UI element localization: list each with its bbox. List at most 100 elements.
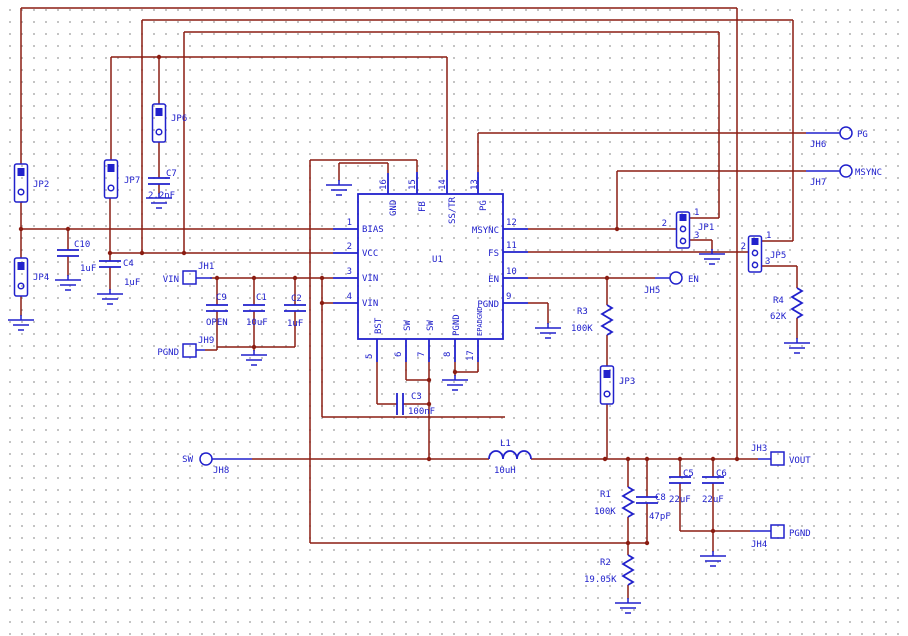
pin-name-pg: PG bbox=[479, 200, 489, 211]
pin-name-vin3: VIN bbox=[362, 274, 378, 284]
part-ref: C5 bbox=[683, 469, 694, 479]
ground-icon bbox=[614, 597, 642, 614]
pin-num-14: 14 bbox=[438, 179, 448, 190]
connector-jh8[interactable]: SW JH8 bbox=[182, 452, 252, 476]
connector-jh9[interactable]: PGND JH9 bbox=[157, 336, 214, 358]
net-bias[interactable] bbox=[20, 202, 333, 316]
net-en[interactable] bbox=[528, 277, 655, 459]
resistor-r2[interactable]: R2 19.05K bbox=[584, 554, 634, 586]
net-vcc[interactable] bbox=[109, 198, 333, 290]
net-sstr[interactable] bbox=[110, 56, 448, 194]
net-msync[interactable] bbox=[528, 170, 806, 250]
jumper-label: JP6 bbox=[171, 114, 187, 124]
connector-ref: JH7 bbox=[810, 178, 826, 188]
net-r4[interactable] bbox=[762, 265, 798, 339]
jumper-jp5[interactable]: JP5 1 2 3 bbox=[741, 231, 787, 273]
net-vcc-jp5-loop[interactable] bbox=[141, 19, 794, 253]
connector-ref: JH6 bbox=[810, 140, 826, 150]
pin-name-epad: EPADGND bbox=[476, 306, 484, 336]
jumper-pin2-label: 2 bbox=[662, 219, 667, 229]
net-pg[interactable] bbox=[477, 132, 806, 172]
capacitor-c1[interactable]: C1 10uF bbox=[242, 293, 268, 328]
jumper-jp1[interactable]: JP1 1 2 3 bbox=[662, 208, 715, 249]
jumper-label: JP2 bbox=[33, 180, 49, 190]
connector-ref: JH9 bbox=[198, 336, 214, 346]
part-value: 62K bbox=[770, 312, 787, 322]
net-sw[interactable] bbox=[252, 362, 758, 460]
net-fb[interactable] bbox=[309, 159, 648, 599]
ic-u1[interactable]: U1 BIAS VCC VIN VIN 1 2 3 4 MSYNC FS EN … bbox=[333, 170, 528, 362]
part-ref: C6 bbox=[716, 469, 727, 479]
net-vin[interactable] bbox=[205, 277, 505, 418]
connector-ref: JH3 bbox=[751, 444, 767, 454]
ground-icon bbox=[783, 337, 811, 354]
part-value: 22uF bbox=[669, 495, 691, 505]
connector-jh1[interactable]: VIN JH1 bbox=[163, 262, 215, 285]
pin-name-fb: FB bbox=[418, 201, 428, 212]
connector-net: MSYNC bbox=[855, 168, 882, 178]
net-vcc-jp1-loop[interactable] bbox=[183, 31, 720, 253]
jumper-pin3-label: 3 bbox=[694, 231, 699, 241]
connector-jh6[interactable]: PG JH6 bbox=[806, 126, 868, 150]
jumper-jp7[interactable]: JP7 bbox=[103, 159, 141, 199]
pin-num-6: 6 bbox=[394, 352, 404, 357]
part-value: 1uF bbox=[287, 319, 303, 329]
connector-jh7[interactable]: MSYNC JH7 bbox=[806, 164, 882, 188]
connector-jh3[interactable]: VOUT JH3 bbox=[751, 444, 811, 466]
pin-name-pgnd9: PGND bbox=[477, 300, 499, 310]
pin-num-13: 13 bbox=[470, 179, 480, 190]
pin-num-5: 5 bbox=[365, 354, 375, 359]
part-value: 100K bbox=[571, 324, 593, 334]
net-vout-top-loop[interactable] bbox=[20, 7, 738, 459]
capacitor-c3[interactable]: C3 100nF bbox=[396, 392, 435, 417]
jumper-label: JP4 bbox=[33, 273, 49, 283]
pin-name-vin4: VIN bbox=[362, 299, 378, 309]
resistor-r3[interactable]: R3 100K bbox=[571, 304, 613, 336]
connector-net: VOUT bbox=[789, 456, 811, 466]
resistor-r1[interactable]: R1 100K bbox=[594, 486, 634, 518]
capacitor-c9[interactable]: C9 OPEN bbox=[205, 293, 229, 328]
connector-jh4[interactable]: PGND JH4 bbox=[750, 524, 811, 550]
inductor-l1[interactable]: L1 10uH bbox=[488, 439, 532, 476]
pin-name-sw7: SW bbox=[426, 320, 436, 331]
ground-icon bbox=[699, 550, 727, 567]
ground-icon bbox=[96, 288, 124, 305]
jumper-jp6[interactable]: JP6 bbox=[151, 103, 188, 143]
capacitor-c8[interactable]: C8 47pF bbox=[635, 493, 671, 522]
jumper-jp2[interactable]: JP2 bbox=[13, 163, 50, 203]
part-value: 22uF bbox=[702, 495, 724, 505]
part-ref: R1 bbox=[600, 490, 611, 500]
net-vout-caps[interactable] bbox=[679, 459, 750, 552]
ground-icon bbox=[7, 314, 35, 331]
part-ref: C1 bbox=[256, 293, 267, 303]
pin-name-gnd: GND bbox=[389, 200, 399, 216]
jumper-pin3-label: 3 bbox=[765, 257, 770, 267]
connector-net: PGND bbox=[157, 348, 179, 358]
connector-net: SW bbox=[182, 455, 193, 465]
jumper-jp3[interactable]: JP3 bbox=[599, 365, 636, 405]
capacitor-c4[interactable]: C4 1uF bbox=[98, 259, 140, 288]
connector-net: EN bbox=[688, 275, 699, 285]
net-gnd[interactable] bbox=[338, 162, 549, 376]
jumper-jp4[interactable]: JP4 bbox=[13, 257, 50, 297]
part-value: 10uF bbox=[246, 318, 268, 328]
capacitor-c10[interactable]: C10 1uF bbox=[56, 240, 96, 274]
capacitor-c6[interactable]: C6 22uF bbox=[701, 469, 727, 505]
connector-net: VIN bbox=[163, 275, 179, 285]
jumper-label: JP5 bbox=[770, 251, 786, 261]
pin-name-bst: BST bbox=[374, 317, 384, 334]
ic-refdes: U1 bbox=[432, 255, 443, 265]
connector-jh5[interactable]: EN JH5 bbox=[644, 271, 699, 296]
capacitor-c2[interactable]: C2 1uF bbox=[283, 294, 307, 329]
capacitor-c5[interactable]: C5 22uF bbox=[668, 469, 694, 505]
resistor-r4[interactable]: R4 62K bbox=[770, 287, 803, 322]
part-ref: L1 bbox=[500, 439, 511, 449]
part-value: OPEN bbox=[206, 318, 228, 328]
connector-ref: JH8 bbox=[213, 466, 229, 476]
connector-ref: JH4 bbox=[751, 540, 767, 550]
pin-num-7: 7 bbox=[417, 352, 427, 357]
pin-name-en: EN bbox=[488, 275, 499, 285]
pin-num-12: 12 bbox=[506, 218, 517, 228]
capacitor-c7[interactable]: C7 2.2nF bbox=[147, 169, 177, 201]
